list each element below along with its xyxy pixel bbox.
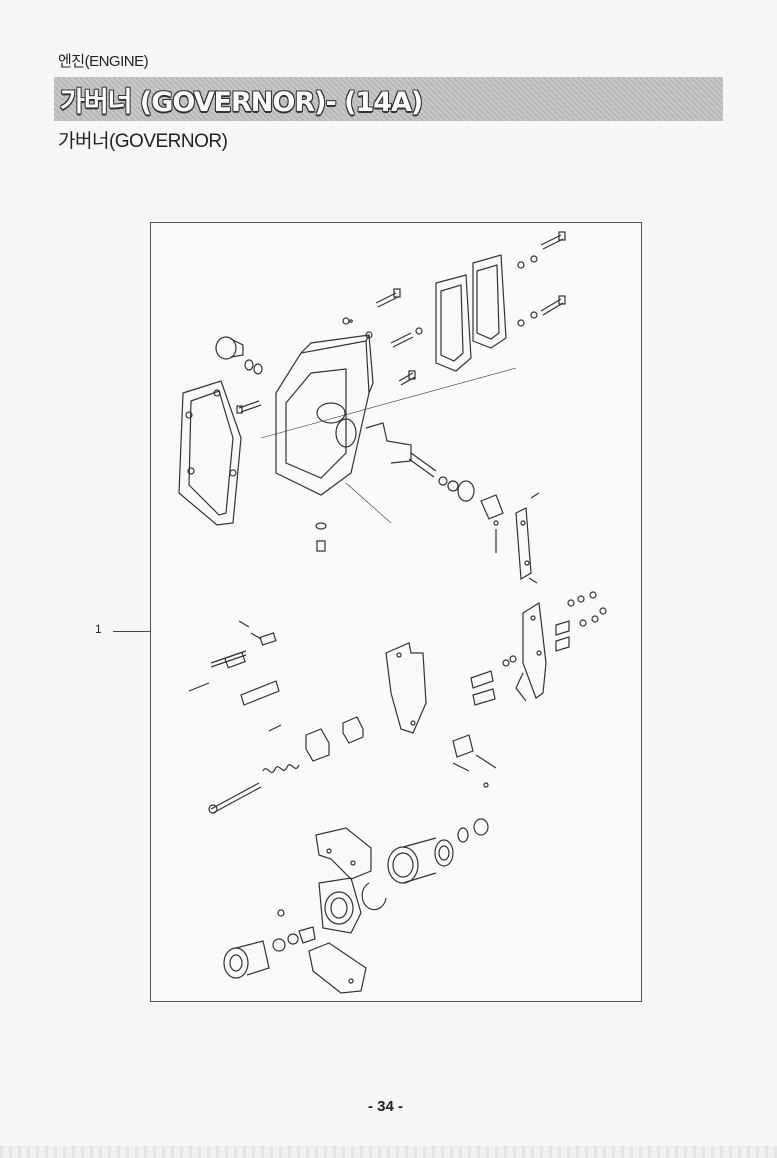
weight-holder-lower — [308, 942, 367, 994]
cover-gasket — [435, 254, 507, 372]
governor-spring — [208, 764, 300, 814]
governor-plate — [385, 642, 427, 734]
governor-weight-block — [305, 716, 364, 762]
page-title: 가버너 (GOVERNOR)- (14A) — [60, 87, 423, 118]
governor-fork-shaft — [365, 422, 504, 553]
cover-bolts — [517, 231, 566, 327]
assembly-leader-line — [345, 482, 392, 524]
housing-plug — [215, 336, 263, 375]
page-subtitle: 가버너(GOVERNOR) — [58, 131, 228, 152]
page-number: - 34 - — [368, 1098, 404, 1115]
drive-shaft-flange — [223, 926, 316, 979]
housing-gasket — [178, 380, 242, 526]
callout-number: 1 — [95, 622, 102, 636]
control-lever-plate — [515, 601, 547, 702]
scan-edge-artifact — [0, 1146, 777, 1158]
governor-lever — [515, 492, 540, 584]
governor-hub — [277, 877, 362, 934]
link-rods-left — [188, 620, 282, 732]
weight-holder-upper — [315, 827, 372, 880]
snap-ring — [361, 882, 387, 911]
assembly-leader-line — [260, 367, 517, 439]
governor-exploded-view — [178, 231, 607, 994]
housing-bolts — [236, 288, 423, 414]
exploded-parts-diagram — [150, 222, 642, 1002]
housing-drain-plug — [315, 522, 327, 552]
title-bar: 가버너 (GOVERNOR)- (14A) — [54, 77, 723, 121]
bearing-sleeve — [387, 818, 489, 884]
plunger-pins — [452, 655, 517, 788]
section-label: 엔진(ENGINE) — [58, 53, 149, 70]
callout-leader-line — [113, 631, 150, 632]
adjusting-springs — [555, 591, 607, 652]
governor-housing — [275, 334, 374, 496]
